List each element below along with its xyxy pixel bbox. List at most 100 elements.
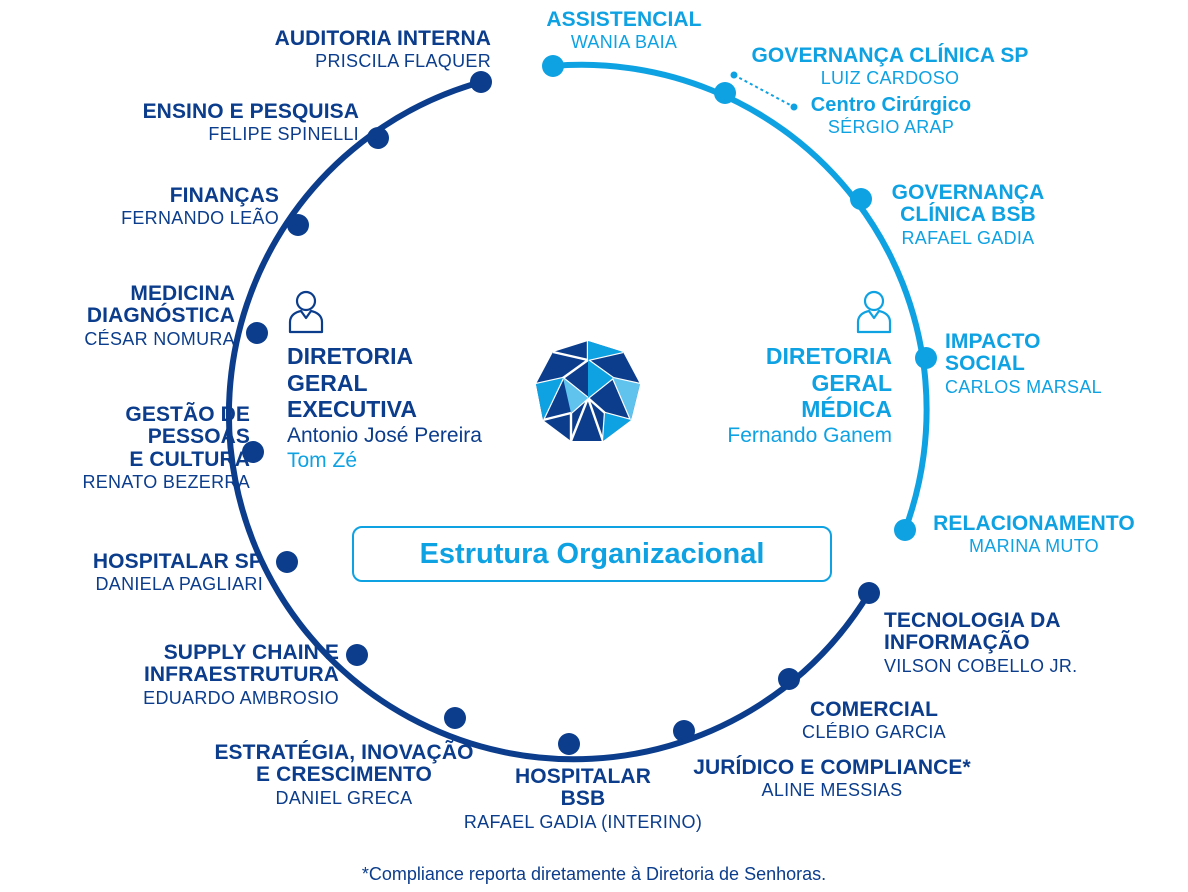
node-tecnologia [858, 582, 880, 604]
unit-tecnologia: TECNOLOGIA DA INFORMAÇÃO VILSON COBELLO … [884, 609, 1078, 676]
unit-medicina-diagnostica: MEDICINA DIAGNÓSTICA CÉSAR NOMURA [84, 282, 235, 349]
node-relacionamento [894, 519, 916, 541]
unit-title: INFORMAÇÃO [884, 631, 1030, 655]
unit-head: DANIELA PAGLIARI [95, 574, 263, 595]
unit-hospitalar-sp: HOSPITALAR SP DANIELA PAGLIARI [92, 550, 263, 595]
directorate-title: DIRETORIA [765, 343, 892, 369]
unit-title: GOVERNANÇA [891, 181, 1045, 204]
node-hospitalar-bsb [558, 733, 580, 755]
node-financas [287, 214, 309, 236]
unit-head: LUIZ CARDOSO [820, 68, 960, 89]
unit-financas: FINANÇAS FERNANDO LEÃO [121, 184, 279, 229]
unit-head: FERNANDO LEÃO [121, 208, 279, 229]
node-assistencial [542, 55, 564, 77]
unit-head: CARLOS MARSAL [945, 376, 1102, 397]
unit-title: SUPPLY CHAIN E [163, 641, 339, 664]
node-juridico [673, 720, 695, 742]
diagram-title-box: Estrutura Organizacional [352, 526, 832, 582]
unit-governanca-sp: GOVERNANÇA CLÍNICA SP LUIZ CARDOSO [734, 44, 1046, 89]
unit-head: RENATO BEZERRA [82, 471, 250, 492]
unit-title: GESTÃO DE [125, 403, 250, 426]
unit-title: JURÍDICO E COMPLIANCE* [693, 756, 971, 779]
connector-end-dot [730, 71, 738, 79]
unit-title: SOCIAL [945, 352, 1025, 376]
unit-title: DIAGNÓSTICA [86, 304, 235, 328]
unit-title: BSB [560, 787, 606, 811]
unit-head: WANIA BAIA [570, 32, 678, 53]
directorate-medical: DIRETORIA GERAL MÉDICA Fernando Ganem [727, 343, 892, 448]
unit-head: FELIPE SPINELLI [208, 124, 359, 145]
unit-head: CLÉBIO GARCIA [802, 722, 946, 743]
unit-title: HOSPITALAR [515, 765, 651, 788]
node-hospitalar-sp [276, 551, 298, 573]
node-impacto [915, 347, 937, 369]
unit-ensino-pesquisa: ENSINO E PESQUISA FELIPE SPINELLI [142, 100, 359, 145]
node-governanca-sp [714, 82, 736, 104]
unit-impacto-social: IMPACTO SOCIAL CARLOS MARSAL [945, 330, 1102, 397]
unit-title: AUDITORIA INTERNA [274, 27, 491, 50]
directorate-title: GERAL [811, 369, 893, 396]
unit-title: IMPACTO [945, 330, 1041, 353]
unit-head: VILSON COBELLO JR. [884, 655, 1078, 676]
unit-comercial: COMERCIAL CLÉBIO GARCIA [792, 698, 956, 743]
unit-title: COMERCIAL [809, 698, 939, 721]
node-medicina [246, 322, 268, 344]
unit-centro-cirurgico: Centro Cirúrgico SÉRGIO ARAP [796, 94, 986, 138]
unit-head: RAFAEL GADIA [901, 227, 1035, 248]
executive-arc [225, 79, 872, 763]
unit-title: MEDICINA [130, 282, 235, 305]
directorate-head: Fernando Ganem [727, 424, 892, 448]
unit-gestao-pessoas: GESTÃO DE PESSOAS E CULTURA RENATO BEZER… [82, 403, 250, 492]
unit-head: RAFAEL GADIA (INTERINO) [463, 811, 703, 832]
unit-title: ASSISTENCIAL [546, 8, 702, 31]
unit-head: CÉSAR NOMURA [84, 328, 235, 349]
unit-title: CLÍNICA BSB [900, 203, 1036, 227]
unit-head: EDUARDO AMBROSIO [143, 687, 339, 708]
unit-juridico-compliance: JURÍDICO E COMPLIANCE* ALINE MESSIAS [672, 756, 992, 801]
node-ensino [367, 127, 389, 149]
unit-title: HOSPITALAR SP [92, 550, 263, 573]
person-icon [856, 290, 892, 334]
unit-title: TECNOLOGIA DA [884, 609, 1061, 632]
unit-supply-chain: SUPPLY CHAIN E INFRAESTRUTURA EDUARDO AM… [143, 641, 339, 708]
unit-head: PRISCILA FLAQUER [315, 51, 491, 72]
person-icon [288, 290, 324, 334]
directorate-title: DIRETORIA [287, 343, 414, 369]
governance-dotted-connector [733, 74, 795, 108]
node-gestao [242, 441, 264, 463]
unit-hospitalar-bsb: HOSPITALAR BSB RAFAEL GADIA (INTERINO) [442, 765, 724, 832]
node-estrategia [444, 707, 466, 729]
unit-title: INFRAESTRUTURA [143, 663, 339, 687]
unit-head: ALINE MESSIAS [761, 780, 903, 801]
unit-head: MARINA MUTO [969, 536, 1099, 557]
unit-auditoria-interna: AUDITORIA INTERNA PRISCILA FLAQUER [274, 27, 491, 72]
unit-assistencial: ASSISTENCIAL WANIA BAIA [532, 8, 716, 53]
unit-title: PESSOAS [147, 425, 250, 449]
diagram-title: Estrutura Organizacional [419, 537, 765, 570]
node-auditoria [470, 71, 492, 93]
directorate-title: MÉDICA [801, 396, 892, 423]
unit-title: E CULTURA [129, 447, 250, 471]
unit-title: FINANÇAS [169, 184, 279, 207]
unit-title: GOVERNANÇA CLÍNICA SP [751, 44, 1029, 67]
directorate-executive: DIRETORIA GERAL EXECUTIVA Antonio José P… [287, 343, 482, 473]
footnote: *Compliance reporta diretamente à Direto… [361, 864, 827, 884]
node-governanca-bsb [850, 188, 872, 210]
unit-title: ENSINO E PESQUISA [142, 100, 359, 123]
directorate-head-2: Tom Zé [287, 449, 358, 473]
unit-head: DANIEL GRECA [275, 787, 413, 808]
node-group [242, 55, 937, 755]
unit-sub-title: Centro Cirúrgico [810, 94, 972, 116]
connector-end-dot [790, 103, 798, 111]
unit-governanca-bsb: GOVERNANÇA CLÍNICA BSB RAFAEL GADIA [880, 181, 1056, 248]
node-comercial [778, 668, 800, 690]
node-supply [346, 644, 368, 666]
directorate-title: GERAL [287, 369, 368, 396]
unit-sub-head: SÉRGIO ARAP [827, 117, 955, 138]
directorate-head: Antonio José Pereira [287, 424, 482, 448]
unit-title: RELACIONAMENTO [933, 512, 1135, 535]
unit-relacionamento: RELACIONAMENTO MARINA MUTO [918, 512, 1150, 557]
unit-title: ESTRATÉGIA, INOVAÇÃO [214, 741, 474, 764]
